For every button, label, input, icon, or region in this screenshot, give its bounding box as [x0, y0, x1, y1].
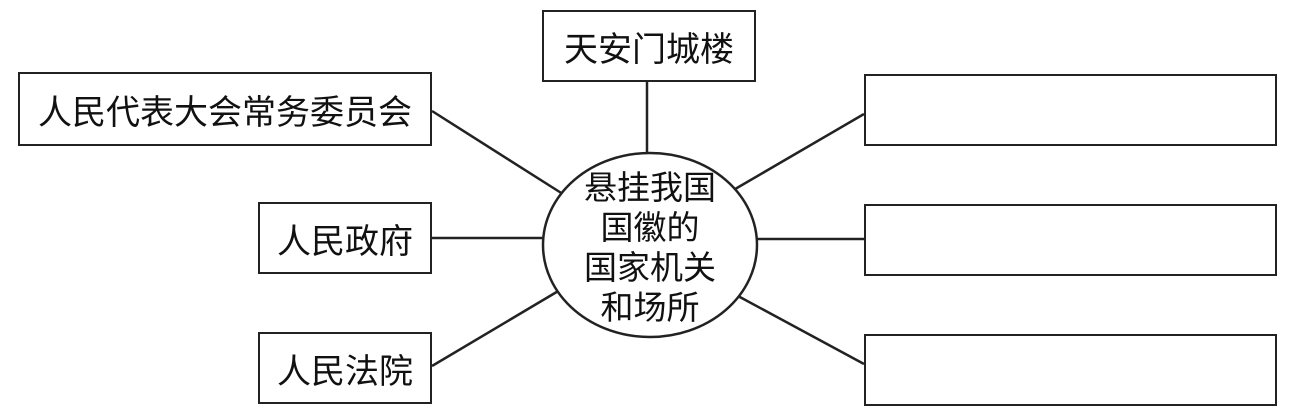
- node-right-2-blank[interactable]: [864, 204, 1277, 276]
- node-right-3-blank[interactable]: [864, 334, 1277, 406]
- connector-right-1: [729, 112, 865, 194]
- connector-left-3: [431, 288, 561, 368]
- node-top: 天安门城楼: [542, 10, 756, 82]
- center-circle: [541, 151, 759, 339]
- center-line-4: 和场所: [600, 287, 700, 327]
- center-label: 悬挂我国 国徽的 国家机关 和场所: [545, 167, 755, 327]
- node-right-1-blank[interactable]: [864, 74, 1277, 146]
- node-left-2: 人民政府: [258, 202, 432, 274]
- node-left-3: 人民法院: [258, 332, 432, 404]
- connector-right-3: [737, 294, 865, 366]
- node-left-1: 人民代表大会常务委员会: [18, 72, 432, 146]
- connector-left-1: [431, 109, 567, 198]
- center-line-1: 悬挂我国: [584, 167, 716, 207]
- center-line-3: 国家机关: [584, 247, 716, 287]
- center-line-2: 国徽的: [600, 207, 700, 247]
